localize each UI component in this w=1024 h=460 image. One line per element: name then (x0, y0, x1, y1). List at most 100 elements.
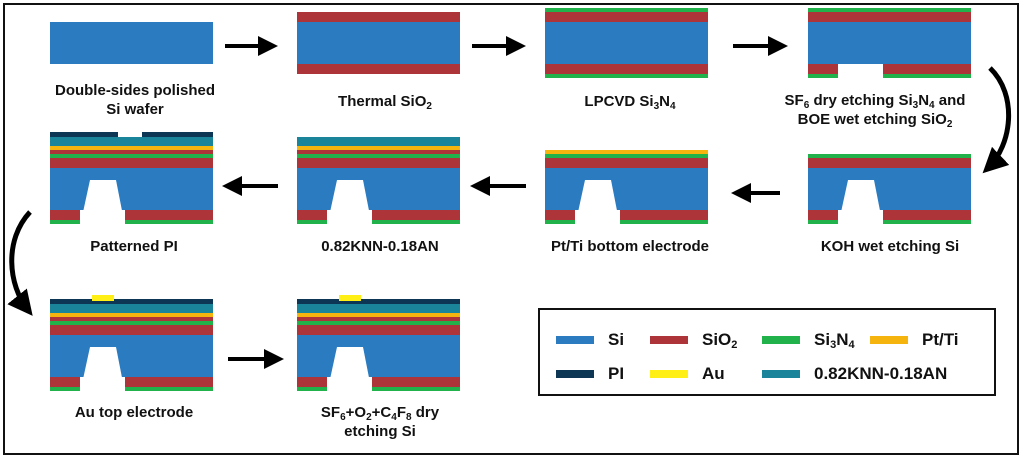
legend-label-ptti: Pt/Ti (922, 330, 959, 349)
si3n4-layer (297, 154, 460, 158)
sio2-layer (297, 64, 460, 74)
knn-layer (297, 304, 460, 313)
arrow-curve-icon (982, 66, 1011, 174)
wafer-step-2 (297, 12, 460, 74)
si3n4-layer (50, 321, 213, 325)
ptti-layer (50, 146, 213, 150)
sio2-layer (297, 377, 327, 387)
sio2-layer (808, 12, 971, 22)
si3n4-layer (808, 74, 838, 78)
sio2-layer (50, 158, 213, 168)
pi-layer (297, 299, 460, 304)
sio2-layer (883, 64, 971, 74)
sio2-layer (50, 317, 213, 321)
ptti-swatch-icon (870, 336, 908, 344)
au-electrode (92, 295, 114, 301)
si3n4-layer (125, 220, 213, 224)
si-swatch-icon (556, 336, 594, 344)
ptti-layer (545, 150, 708, 154)
figure-frame (3, 3, 1019, 455)
si-substrate (545, 168, 708, 210)
si3n4-layer (297, 321, 460, 325)
knn-swatch-icon (762, 370, 800, 378)
si3n4-layer (808, 220, 838, 224)
sio2-layer (297, 317, 460, 321)
si3n4-layer (545, 74, 708, 78)
si3n4-layer (50, 154, 213, 158)
koh-cavity (575, 180, 620, 226)
legend-item-ptti: Pt/Ti (870, 328, 959, 352)
sio2-layer (297, 150, 460, 154)
koh-cavity (838, 180, 883, 226)
koh-cavity (80, 347, 125, 393)
sio2-layer (620, 210, 708, 220)
pi-layer (50, 132, 118, 137)
si3n4-layer (50, 387, 80, 391)
si3n4-layer (545, 8, 708, 12)
sio2-layer (297, 210, 327, 220)
sio2-layer (50, 150, 213, 154)
wafer-step-5 (808, 154, 971, 226)
wafer-step-6 (545, 150, 708, 226)
step-2-label: Thermal SiO2 (338, 93, 432, 112)
wafer-step-7 (297, 137, 460, 226)
wafer-step-8 (50, 132, 213, 226)
si-substrate (545, 22, 708, 64)
step-7-label: 0.82KNN-0.18AN (321, 238, 439, 255)
step-6-label: Pt/Ti bottom electrode (550, 238, 710, 255)
sio2-layer (545, 158, 708, 168)
wafer-step-10 (297, 295, 460, 393)
si-substrate (808, 168, 971, 210)
sio2-layer (808, 158, 971, 168)
step-3-label: LPCVD Si3N4 (584, 93, 676, 112)
wafer-step-1 (50, 22, 213, 64)
si3n4-layer (883, 74, 971, 78)
legend-label-au: Au (702, 364, 725, 383)
si3n4-layer (545, 154, 708, 158)
sio2-layer (297, 158, 460, 168)
sio2-layer (808, 210, 838, 220)
si3n4-layer (620, 220, 708, 224)
si-substrate (50, 335, 213, 377)
sio2-swatch-icon (650, 336, 688, 344)
knn-layer (50, 304, 213, 313)
si-substrate (808, 22, 971, 64)
wafer-step-3 (545, 8, 708, 78)
si-substrate (297, 22, 460, 64)
sio2-layer (297, 12, 460, 22)
si-substrate (50, 22, 213, 64)
ptti-layer (297, 146, 460, 150)
pi-layer (50, 299, 213, 304)
legend-item-si: Si (556, 328, 624, 352)
sio2-layer (297, 325, 460, 335)
legend-label-si3n4: Si3N4 (814, 330, 855, 351)
legend-item-si3n4: Si3N4 (762, 328, 855, 352)
sio2-layer (545, 64, 708, 74)
sio2-layer (125, 210, 213, 220)
sio2-layer (545, 12, 708, 22)
si3n4-layer (297, 387, 327, 391)
legend-label-pi: PI (608, 364, 625, 383)
legend-label-sio2: SiO2 (702, 330, 738, 351)
koh-cavity (327, 180, 372, 226)
pi-swatch-icon (556, 370, 594, 378)
arrow-curve-icon (7, 210, 33, 316)
sio2-layer (50, 210, 80, 220)
si3n4-layer (372, 220, 460, 224)
sio2-layer (50, 325, 213, 335)
si3n4-layer (372, 387, 460, 391)
si3n4-layer (808, 8, 971, 12)
pi-layer (142, 132, 213, 137)
koh-cavity (327, 347, 372, 393)
si3n4-layer (125, 387, 213, 391)
sio2-layer (545, 210, 575, 220)
au-swatch-icon (650, 370, 688, 378)
legend-item-pi: PI (556, 362, 624, 386)
koh-cavity (80, 180, 125, 226)
si-substrate (297, 168, 460, 210)
legend-item-au: Au (650, 362, 725, 386)
